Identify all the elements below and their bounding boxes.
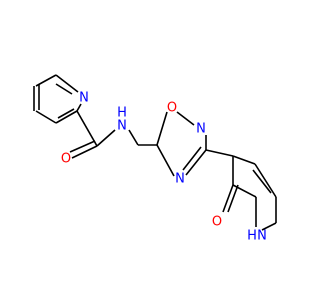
bond-13	[96, 129, 116, 147]
pyridine-nitrogen-label: N	[79, 91, 89, 106]
bond-7	[76, 103, 82, 112]
bond-22	[205, 149, 234, 157]
bond-10	[76, 110, 98, 147]
oxadiazole-oxygen-label: O	[167, 101, 177, 116]
bond-14	[128, 129, 139, 146]
atom-labels: N O N H O N N O N H	[61, 91, 267, 244]
bond-9	[55, 83, 73, 95]
pyridone-nitrogen-label: N	[257, 229, 267, 244]
amide-oxygen-label: O	[61, 152, 71, 167]
bond-12	[69, 140, 96, 153]
bond-8	[55, 74, 79, 93]
bond-26	[232, 184, 257, 198]
bond-31	[252, 169, 272, 194]
bond-25	[227, 184, 239, 213]
bond-5	[55, 110, 78, 124]
molecular-structure-diagram: N O N H O N N O N H	[33, 74, 277, 244]
bond-24	[222, 184, 234, 213]
bond-28	[261, 222, 277, 231]
bond-20	[182, 146, 202, 171]
bonds	[33, 74, 277, 231]
bond-4	[35, 110, 57, 124]
oxadiazole-nitrogen-4-label: N	[175, 172, 185, 187]
bond-11	[71, 145, 98, 159]
amide-nitrogen-label: N	[117, 119, 127, 134]
bond-32	[232, 155, 256, 165]
bond-16	[156, 111, 168, 146]
oxadiazole-nitrogen-2-label: N	[196, 122, 206, 137]
bond-17	[176, 111, 195, 126]
bond-21	[156, 144, 175, 177]
pyridone-oxygen-label: O	[212, 215, 222, 230]
bond-30	[254, 163, 277, 198]
pyridone-hydrogen-label: H	[247, 229, 257, 244]
amide-hydrogen-label: H	[117, 106, 127, 121]
bond-19	[185, 149, 207, 176]
bond-6	[57, 108, 75, 119]
